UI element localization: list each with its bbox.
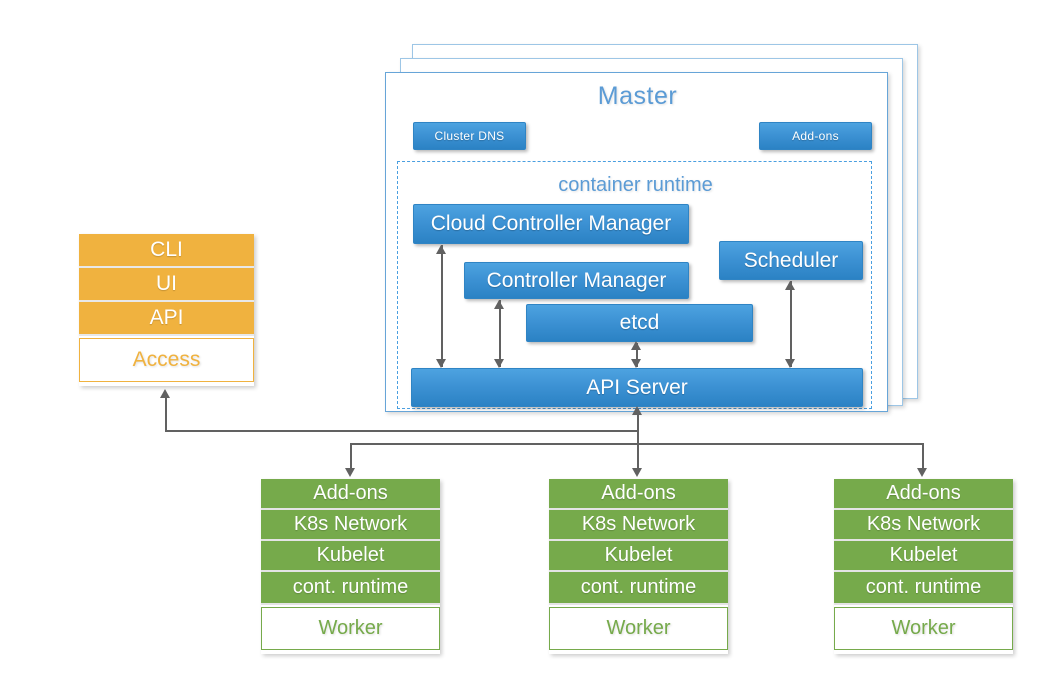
etcd-box[interactable]: etcd [526,304,753,342]
worker-1-layer-addons-label: Add-ons [313,482,388,504]
access-stack[interactable]: CLI UI API Access [79,234,254,386]
bus-drop-worker-3 [922,443,924,471]
worker-2-footer: Worker [549,607,728,650]
worker-1-layer-runtime[interactable]: cont. runtime [261,572,440,605]
access-layer-ui[interactable]: UI [79,268,254,302]
worker-2-layer-addons-label: Add-ons [601,482,676,504]
connector-scheduler-apiserver [790,281,792,367]
bus-worker-3-arrow [917,468,927,477]
master-add-ons-label: Add-ons [792,129,839,143]
master-node-panel[interactable]: Master Cluster DNS Add-ons container run… [385,72,888,412]
bus-access-arrow-up [160,389,170,398]
worker-1-layer-network-label: K8s Network [293,513,408,535]
worker-3-layer-kubelet-label: Kubelet [889,544,958,566]
access-layer-cli[interactable]: CLI [79,234,254,268]
access-footer: Access [79,338,254,382]
bus-riser-access [165,395,167,431]
worker-1-layer-kubelet-label: Kubelet [316,544,385,566]
worker-3-layer-kubelet[interactable]: Kubelet [834,541,1013,572]
container-runtime-title: container runtime [558,174,713,196]
scheduler-label: Scheduler [743,248,839,272]
cluster-dns-label: Cluster DNS [434,129,505,143]
worker-node-2[interactable]: Add-ons K8s Network Kubelet cont. runtim… [549,479,728,654]
scheduler-box[interactable]: Scheduler [719,241,863,280]
worker-3-layer-addons[interactable]: Add-ons [834,479,1013,510]
connector-scheduler-arrow-down [785,359,795,368]
worker-2-footer-label: Worker [606,617,671,639]
connector-ccm-apiserver [441,245,443,367]
master-title: Master [597,82,678,110]
worker-3-layer-runtime-label: cont. runtime [865,576,982,598]
connector-etcd-apiserver [636,343,638,367]
bus-trunk-arrow-up [632,406,642,415]
access-layer-cli-label: CLI [150,238,183,261]
access-footer-label: Access [132,348,201,371]
access-layer-api-label: API [149,306,184,329]
etcd-label: etcd [619,311,660,334]
cloud-controller-manager-label: Cloud Controller Manager [430,212,672,235]
worker-node-3[interactable]: Add-ons K8s Network Kubelet cont. runtim… [834,479,1013,654]
bus-drop-worker-1 [350,443,352,471]
worker-2-layer-network-label: K8s Network [581,513,696,535]
bus-trunk-arrow-down [632,468,642,477]
access-layer-api[interactable]: API [79,302,254,336]
connector-scheduler-arrow-up [785,281,795,290]
worker-3-footer: Worker [834,607,1013,650]
connector-cm-arrow-up [494,300,504,309]
worker-3-layer-runtime[interactable]: cont. runtime [834,572,1013,605]
connector-ccm-arrow-up [436,245,446,254]
cloud-controller-manager-box[interactable]: Cloud Controller Manager [413,204,689,244]
worker-1-footer: Worker [261,607,440,650]
access-layer-ui-label: UI [156,272,177,295]
controller-manager-box[interactable]: Controller Manager [464,262,689,299]
worker-node-1[interactable]: Add-ons K8s Network Kubelet cont. runtim… [261,479,440,654]
worker-3-layer-network[interactable]: K8s Network [834,510,1013,541]
bus-line-access [165,430,638,432]
master-add-ons-box[interactable]: Add-ons [759,122,872,150]
worker-3-layer-network-label: K8s Network [866,513,981,535]
cluster-dns-box[interactable]: Cluster DNS [413,122,526,150]
api-server-label: API Server [586,375,688,399]
api-server-box[interactable]: API Server [411,368,863,407]
connector-etcd-arrow-up [631,341,641,350]
worker-3-layer-addons-label: Add-ons [886,482,961,504]
worker-2-layer-kubelet-label: Kubelet [604,544,673,566]
worker-1-layer-kubelet[interactable]: Kubelet [261,541,440,572]
worker-3-footer-label: Worker [891,617,956,639]
worker-1-layer-network[interactable]: K8s Network [261,510,440,541]
worker-1-layer-runtime-label: cont. runtime [292,576,409,598]
bus-worker-1-arrow [345,468,355,477]
bus-trunk-apiserver [637,409,639,471]
worker-2-layer-runtime[interactable]: cont. runtime [549,572,728,605]
controller-manager-label: Controller Manager [486,268,667,292]
connector-ccm-arrow-down [436,359,446,368]
worker-2-layer-kubelet[interactable]: Kubelet [549,541,728,572]
worker-1-footer-label: Worker [318,617,383,639]
connector-cm-arrow-down [494,359,504,368]
bus-line-workers [350,443,924,445]
connector-cm-apiserver [499,300,501,367]
worker-2-layer-addons[interactable]: Add-ons [549,479,728,510]
worker-2-layer-network[interactable]: K8s Network [549,510,728,541]
connector-etcd-arrow-down [631,359,641,368]
worker-2-layer-runtime-label: cont. runtime [580,576,697,598]
worker-1-layer-addons[interactable]: Add-ons [261,479,440,510]
